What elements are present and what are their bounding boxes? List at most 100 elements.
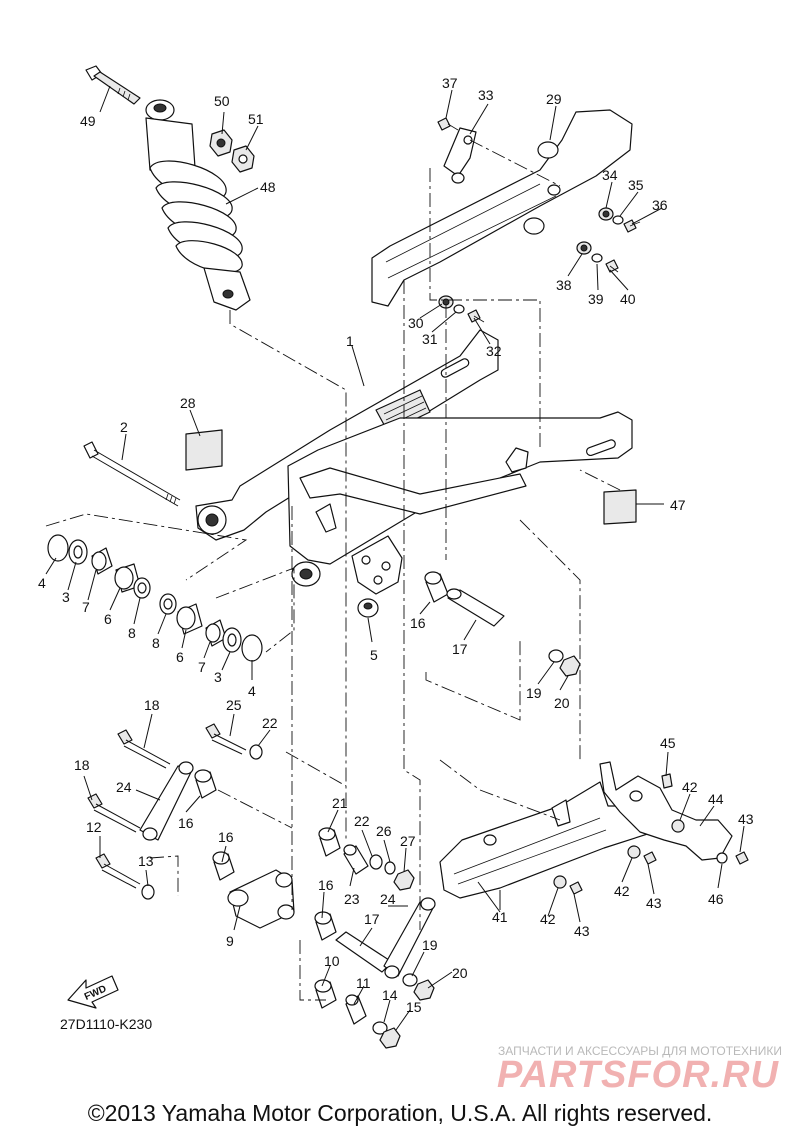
callout-2: 2 <box>120 419 128 435</box>
connecting-rod-right <box>383 897 436 979</box>
assembly-lines <box>45 139 621 1001</box>
callout-51: 51 <box>248 111 264 127</box>
callout-5: 5 <box>370 647 378 663</box>
washer-14 <box>372 1021 388 1035</box>
forward-arrow-icon: FWD <box>67 975 119 1009</box>
washer-22-upper <box>249 744 263 760</box>
bolt-12 <box>95 853 141 889</box>
callout-31: 31 <box>422 331 438 347</box>
callout-24: 24 <box>380 891 396 907</box>
callout-14: 14 <box>382 987 398 1003</box>
callout-11: 11 <box>356 975 371 991</box>
callout-6: 6 <box>176 649 184 665</box>
callout-18: 18 <box>74 757 90 773</box>
callout-19: 19 <box>422 937 438 953</box>
callout-3: 3 <box>62 589 70 605</box>
callout-8: 8 <box>152 635 160 651</box>
washer-35 <box>612 215 624 225</box>
callout-30: 30 <box>408 315 424 331</box>
warning-label-28 <box>185 429 223 471</box>
callout-16: 16 <box>318 877 334 893</box>
callout-24: 24 <box>116 779 132 795</box>
callout-36: 36 <box>652 197 668 213</box>
callout-16: 16 <box>178 815 194 831</box>
bolt-32 <box>467 309 485 323</box>
collar-11 <box>345 994 367 1025</box>
washer-22-lower <box>369 854 383 870</box>
callout-41: 41 <box>492 909 508 925</box>
collar-17-upper <box>446 588 505 627</box>
callout-33: 33 <box>478 87 494 103</box>
callout-19: 19 <box>526 685 542 701</box>
collar-16-upper <box>424 571 449 603</box>
bolt-43-upper <box>735 851 749 865</box>
bolt-40 <box>605 259 619 273</box>
callout-42: 42 <box>682 779 698 795</box>
collar-38 <box>576 241 592 255</box>
washer-39 <box>591 253 603 263</box>
pivot-shaft <box>83 441 181 507</box>
washer-31 <box>453 304 465 314</box>
chain-guard-44 <box>599 761 733 861</box>
callout-29: 29 <box>546 91 562 107</box>
connecting-rod-left <box>139 761 194 841</box>
callout-50: 50 <box>214 93 230 109</box>
callout-12: 12 <box>86 819 102 835</box>
callout-42: 42 <box>614 883 630 899</box>
callout-32: 32 <box>486 343 502 359</box>
callout-20: 20 <box>554 695 570 711</box>
callout-4: 4 <box>38 575 46 591</box>
bolt-36 <box>623 219 641 233</box>
bushing-5 <box>357 598 379 618</box>
pivot-bearing-set-left <box>47 534 151 599</box>
callout-49: 49 <box>80 113 96 129</box>
bolt-42-lower <box>553 875 567 889</box>
callout-22: 22 <box>354 813 370 829</box>
leader-lines <box>45 85 745 1031</box>
callout-15: 15 <box>406 999 422 1015</box>
callout-40: 40 <box>620 291 636 307</box>
collar-13 <box>141 884 155 900</box>
callout-27: 27 <box>400 833 416 849</box>
callout-46: 46 <box>708 891 724 907</box>
bearing-10 <box>314 979 337 1009</box>
nut-15 <box>379 1027 401 1049</box>
watermark-logo: PARTSFOR.RU <box>497 1054 779 1096</box>
nut-50 <box>209 129 233 157</box>
callout-8: 8 <box>128 625 136 641</box>
callout-10: 10 <box>324 953 340 969</box>
callout-13: 13 <box>138 853 154 869</box>
chain-guard-upper <box>371 109 633 307</box>
collar-16-a <box>194 769 217 799</box>
collar-21 <box>318 827 341 857</box>
callout-43: 43 <box>646 895 662 911</box>
collar-46 <box>716 852 728 864</box>
bolt-43-lower <box>569 881 583 895</box>
callout-39: 39 <box>588 291 604 307</box>
callout-17: 17 <box>364 911 380 927</box>
diagram-code: 27D1110-K230 <box>60 1016 153 1032</box>
callout-43: 43 <box>574 923 590 939</box>
callout-38: 38 <box>556 277 572 293</box>
nut-27 <box>393 869 415 891</box>
callout-35: 35 <box>628 177 644 193</box>
callout-43: 43 <box>738 811 754 827</box>
callout-42: 42 <box>540 911 556 927</box>
bracket-45 <box>661 773 673 789</box>
bolt-25 <box>205 723 247 755</box>
collar-34 <box>598 207 614 221</box>
warning-label-47 <box>603 489 637 525</box>
callout-7: 7 <box>82 599 90 615</box>
bolt-42-upper <box>671 819 685 833</box>
callout-9: 9 <box>226 933 234 949</box>
callout-20: 20 <box>452 965 468 981</box>
callout-7: 7 <box>198 659 206 675</box>
callout-25: 25 <box>226 697 242 713</box>
relay-arm <box>227 869 295 929</box>
callout-45: 45 <box>660 735 676 751</box>
callout-16: 16 <box>218 829 234 845</box>
callout-17: 17 <box>452 641 468 657</box>
callout-18: 18 <box>144 697 160 713</box>
callouts: 1 2 3 3 4 4 5 6 6 7 7 8 8 9 10 11 12 13 … <box>38 75 754 1015</box>
